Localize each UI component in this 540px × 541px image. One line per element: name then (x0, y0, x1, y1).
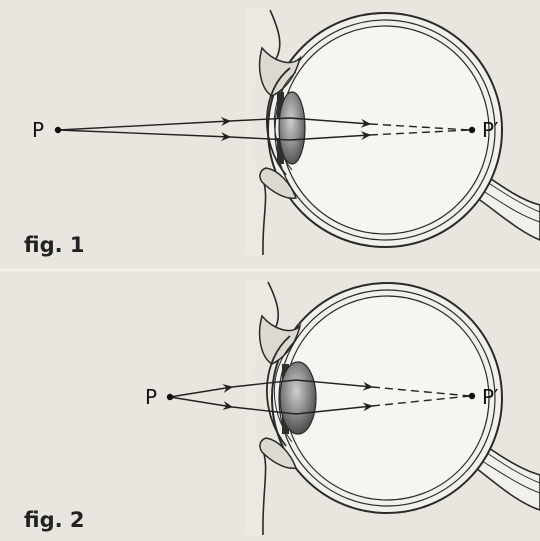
object-label: P (145, 385, 157, 409)
figure-1-diagram: P P′ fig. 1 (0, 0, 540, 270)
image-point (469, 393, 475, 399)
image-point (469, 127, 475, 133)
figure-2: P P′ fig. 2 (0, 270, 540, 540)
lens (280, 362, 316, 434)
object-label: P (32, 118, 44, 142)
image-label: P′ (482, 385, 499, 409)
figure-caption: fig. 1 (24, 233, 85, 257)
figure-1: P P′ fig. 1 (0, 0, 540, 270)
figure-caption: fig. 2 (24, 508, 85, 532)
figure-2-diagram: P P′ fig. 2 (0, 270, 540, 541)
object-point (55, 127, 61, 133)
image-label: P′ (482, 118, 499, 142)
object-point (167, 394, 173, 400)
lens (279, 92, 305, 164)
